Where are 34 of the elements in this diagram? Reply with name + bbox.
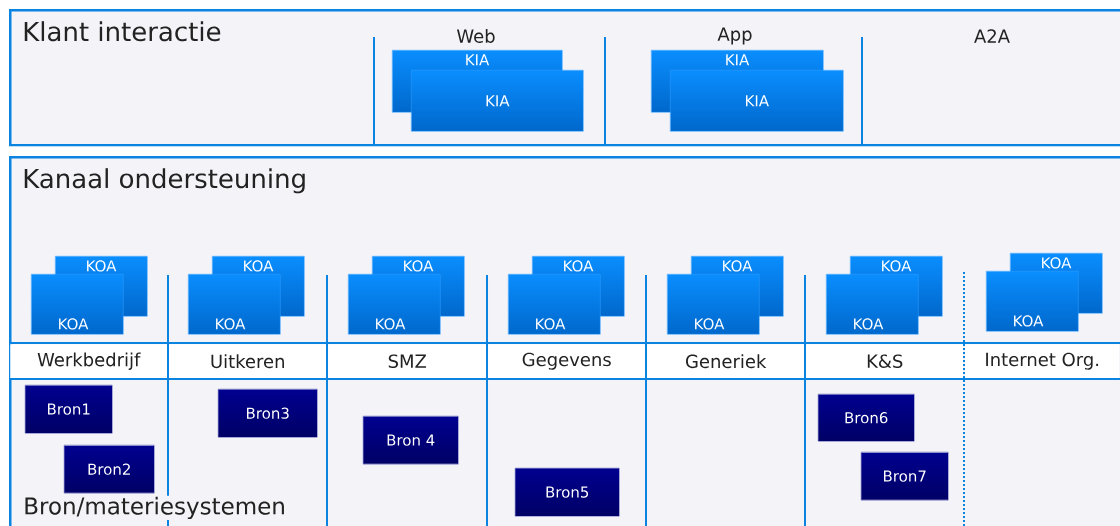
application-box: KOA <box>348 274 441 335</box>
column-heading: A2A <box>974 29 1010 43</box>
source-system-box: Bron5 <box>515 468 620 517</box>
column-header: Generiek <box>647 344 805 379</box>
column-header: Gegevens <box>488 344 646 379</box>
node-label: K&S <box>867 354 903 368</box>
application-box: KIA <box>411 70 584 132</box>
node-label: SMZ <box>388 354 427 368</box>
source-system-box: Bron2 <box>64 445 155 494</box>
source-system-box: Bron 4 <box>363 416 459 465</box>
node-label: Internet Org. <box>986 352 1099 370</box>
node-label: Werkbedrijf <box>37 352 141 370</box>
source-system-box: Bron6 <box>818 394 915 442</box>
application-box: KOA <box>986 271 1079 332</box>
application-box: KOA <box>826 274 919 335</box>
column-header: Werkbedrijf <box>10 344 168 379</box>
application-box: KOA <box>508 274 601 335</box>
application-box: KIA <box>670 70 844 132</box>
application-box: KOA <box>188 274 281 335</box>
column-header: SMZ <box>328 344 487 379</box>
node-label: Generiek <box>686 354 767 369</box>
application-box: KOA <box>31 274 124 335</box>
node-label: Uitkeren <box>211 354 284 369</box>
column-heading: Web <box>457 29 495 43</box>
application-box: KOA <box>667 274 760 335</box>
column-header: K&S <box>806 344 964 379</box>
node-label: Gegevens <box>522 352 611 370</box>
source-system-box: Bron3 <box>218 389 318 438</box>
column-header: Uitkeren <box>169 344 327 379</box>
section-title: Bron/materiesystemen <box>22 495 287 521</box>
column-header: Internet Org. <box>965 344 1120 379</box>
source-system-box: Bron1 <box>25 385 113 434</box>
source-system-box: Bron7 <box>861 452 949 501</box>
column-heading: App <box>717 27 752 45</box>
